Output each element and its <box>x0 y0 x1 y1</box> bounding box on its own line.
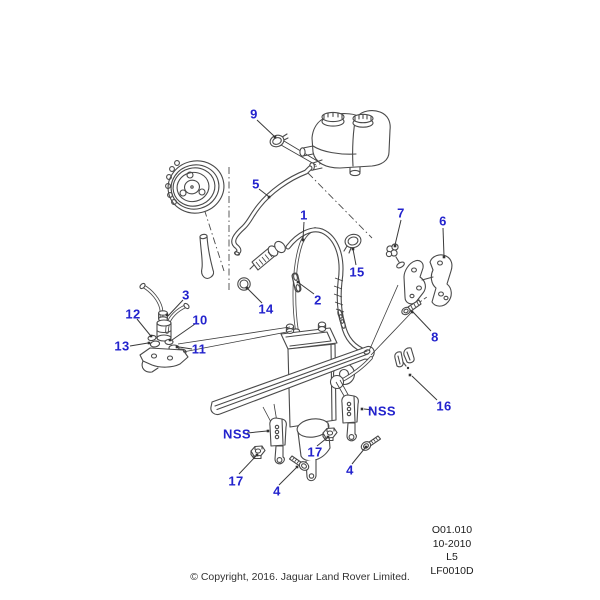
catalog-reference-block: O01.010 10-2010 L5 LF0010D <box>407 524 497 578</box>
pressure-switch-7 <box>385 243 405 269</box>
leader-lines <box>129 119 446 486</box>
high-pressure-hose-assembly <box>249 227 370 355</box>
copyright-notice: © Copyright, 2016. Jaguar Land Rover Lim… <box>190 571 410 583</box>
bolt-4-right <box>359 435 382 453</box>
relation-lines <box>177 284 412 356</box>
fluid-reservoir <box>299 110 391 177</box>
catalog-figure-id: LF0010D <box>430 564 474 577</box>
callout-9: 9 <box>250 106 258 122</box>
nss-bracket-right <box>335 379 359 442</box>
hose-clamp-15 <box>343 233 362 254</box>
callout-11: 11 <box>191 341 207 357</box>
callout-4-right: 4 <box>346 462 354 478</box>
pump-inlet-pipe <box>199 233 215 279</box>
callout-15: 15 <box>349 264 365 280</box>
callout-2: 2 <box>314 292 322 308</box>
mounting-bracket-6 <box>403 254 453 307</box>
callout-8: 8 <box>431 329 439 345</box>
callout-nss-right: NSS <box>368 403 396 419</box>
catalog-code: O01.010 <box>431 524 473 536</box>
callout-17-right: 17 <box>307 444 323 460</box>
nss-bracket-left <box>262 403 287 465</box>
callout-4-left: 4 <box>273 483 281 499</box>
clip-nut-17-left <box>250 445 266 460</box>
callout-3: 3 <box>182 287 190 303</box>
pipe-clip-16 <box>394 347 415 370</box>
callout-16: 16 <box>436 398 452 414</box>
callout-14: 14 <box>258 301 274 317</box>
callout-7: 7 <box>397 205 405 221</box>
hose-clamp-9 <box>269 133 289 148</box>
power-steering-pulley <box>165 160 225 214</box>
callout-12: 12 <box>125 306 141 322</box>
callout-17-left: 17 <box>228 473 244 489</box>
o-ring-14 <box>237 277 251 291</box>
return-hose-5 <box>231 165 313 256</box>
callout-nss-left: NSS <box>223 426 251 442</box>
catalog-date: 10-2010 <box>432 537 472 550</box>
leader-end-markers <box>147 135 446 469</box>
catalog-model: L5 <box>446 551 458 563</box>
callout-1: 1 <box>300 207 308 223</box>
bolt-8 <box>401 299 422 316</box>
callout-13: 13 <box>114 338 130 354</box>
callout-6: 6 <box>439 213 447 229</box>
cooler-pipe <box>210 345 375 416</box>
clip-nut-17-right <box>322 427 338 442</box>
callout-10: 10 <box>192 312 208 328</box>
callout-5: 5 <box>252 176 260 192</box>
